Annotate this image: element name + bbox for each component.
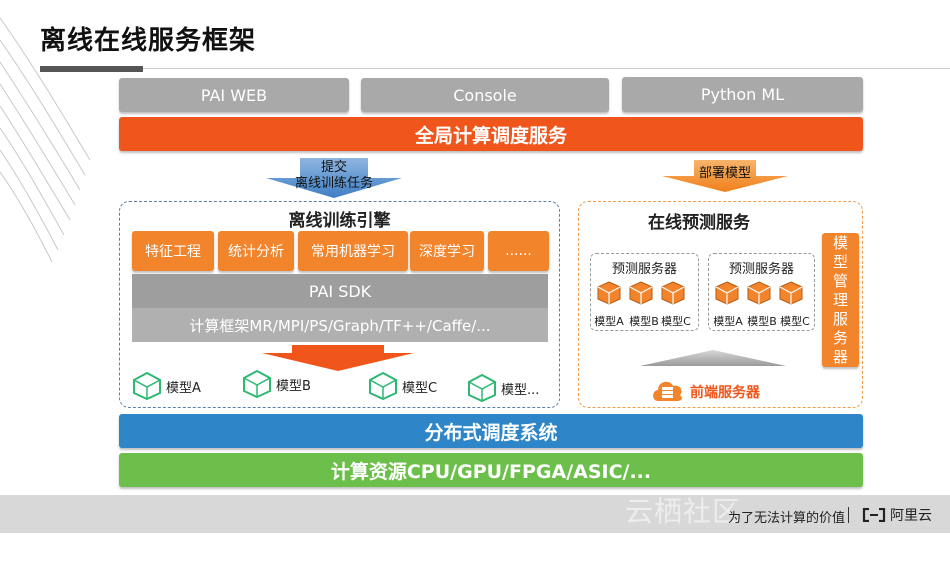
machine-learning-box[interactable]: 常用机器学习 xyxy=(298,231,408,271)
pai-sdk-bar: PAI SDK xyxy=(132,274,548,308)
mm-char-1: 模 xyxy=(832,233,848,252)
feature-engineering-box[interactable]: 特征工程 xyxy=(132,231,214,271)
footer-logo: 阿里云 xyxy=(862,505,932,525)
python-ml-button[interactable]: Python ML xyxy=(622,77,863,112)
footer-divider xyxy=(848,507,849,523)
offline-title: 离线训练引擎 xyxy=(288,211,391,231)
submit-line2: 离线训练任务 xyxy=(294,176,373,191)
offline-model-more-label: 模型... xyxy=(501,382,540,398)
offline-model-more: 模型... xyxy=(467,374,539,402)
offline-model-c-label: 模型C xyxy=(402,380,438,396)
prediction-server-2-label: 预测服务器 xyxy=(728,262,794,277)
server-1-cubes xyxy=(597,281,685,305)
prediction-server-2 xyxy=(708,253,815,331)
distributed-scheduler-bar: 分布式调度系统 xyxy=(119,414,863,448)
global-scheduler-bar: 全局计算调度服务 xyxy=(119,117,863,151)
offline-model-b: 模型B xyxy=(242,370,311,398)
frontend-server-icon xyxy=(653,381,682,401)
offline-model-b-label: 模型B xyxy=(276,378,311,394)
model-management-server[interactable]: 模 型 管 理 服 务 器 xyxy=(822,233,859,367)
cube-icon xyxy=(243,370,271,398)
s1-model-b: 模型B xyxy=(629,315,659,328)
offline-training-engine xyxy=(119,201,560,408)
cube-icon xyxy=(133,372,161,400)
submit-line1: 提交 xyxy=(320,160,347,175)
output-arrow-icon xyxy=(262,345,414,371)
statistics-box[interactable]: 统计分析 xyxy=(218,231,294,271)
title-underline xyxy=(40,66,143,72)
deploy-arrow-icon xyxy=(662,160,788,192)
console-button[interactable]: Console xyxy=(361,78,609,112)
page-title: 离线在线服务框架 xyxy=(40,26,257,56)
footer-bar xyxy=(0,495,950,533)
s2-model-b: 模型B xyxy=(747,315,777,328)
upward-arrow-icon xyxy=(640,350,786,366)
online-title: 在线预测服务 xyxy=(648,213,750,233)
submit-arrow-label: 提交 离线训练任务 xyxy=(266,160,402,192)
s1-model-c: 模型C xyxy=(661,315,691,328)
mm-char-2: 型 xyxy=(832,252,848,271)
submit-arrow-icon xyxy=(266,158,402,198)
cube-icon xyxy=(468,374,496,402)
frameworks-bar: 计算框架MR/MPI/PS/Graph/TF++/Caffe/... xyxy=(132,308,548,342)
offline-model-a-label: 模型A xyxy=(166,380,201,396)
decorative-curves xyxy=(0,17,91,263)
mm-char-6: 务 xyxy=(832,328,848,347)
more-box[interactable]: ...... xyxy=(488,231,549,271)
frontend-server-label: 前端服务器 xyxy=(690,385,760,401)
footer-slogan: 为了无法计算的价值 xyxy=(727,511,845,526)
mm-char-7: 器 xyxy=(832,347,848,366)
pai-web-button[interactable]: PAI WEB xyxy=(119,78,349,112)
s2-model-c: 模型C xyxy=(780,315,810,328)
compute-resources-bar: 计算资源CPU/GPU/FPGA/ASIC/... xyxy=(119,453,863,487)
online-prediction-service xyxy=(578,201,863,408)
s1-model-a: 模型A xyxy=(594,315,624,328)
s2-model-a: 模型A xyxy=(713,315,743,328)
title-rule xyxy=(143,68,950,69)
cube-icon xyxy=(369,372,397,400)
mm-char-5: 服 xyxy=(832,309,848,328)
server-2-cubes xyxy=(715,281,803,305)
prediction-server-1-label: 预测服务器 xyxy=(611,262,677,277)
brand-name: 阿里云 xyxy=(890,508,932,524)
offline-model-a: 模型A xyxy=(132,372,201,400)
offline-model-c: 模型C xyxy=(368,372,437,400)
prediction-server-1 xyxy=(590,253,699,331)
mm-char-3: 管 xyxy=(832,271,848,290)
deploy-arrow-label: 部署模型 xyxy=(698,166,751,181)
aliyun-logo-icon xyxy=(862,508,886,522)
mm-char-4: 理 xyxy=(832,290,848,309)
watermark: 云栖社区 yq.aliyun.com xyxy=(625,495,835,563)
deep-learning-box[interactable]: 深度学习 xyxy=(410,231,484,271)
